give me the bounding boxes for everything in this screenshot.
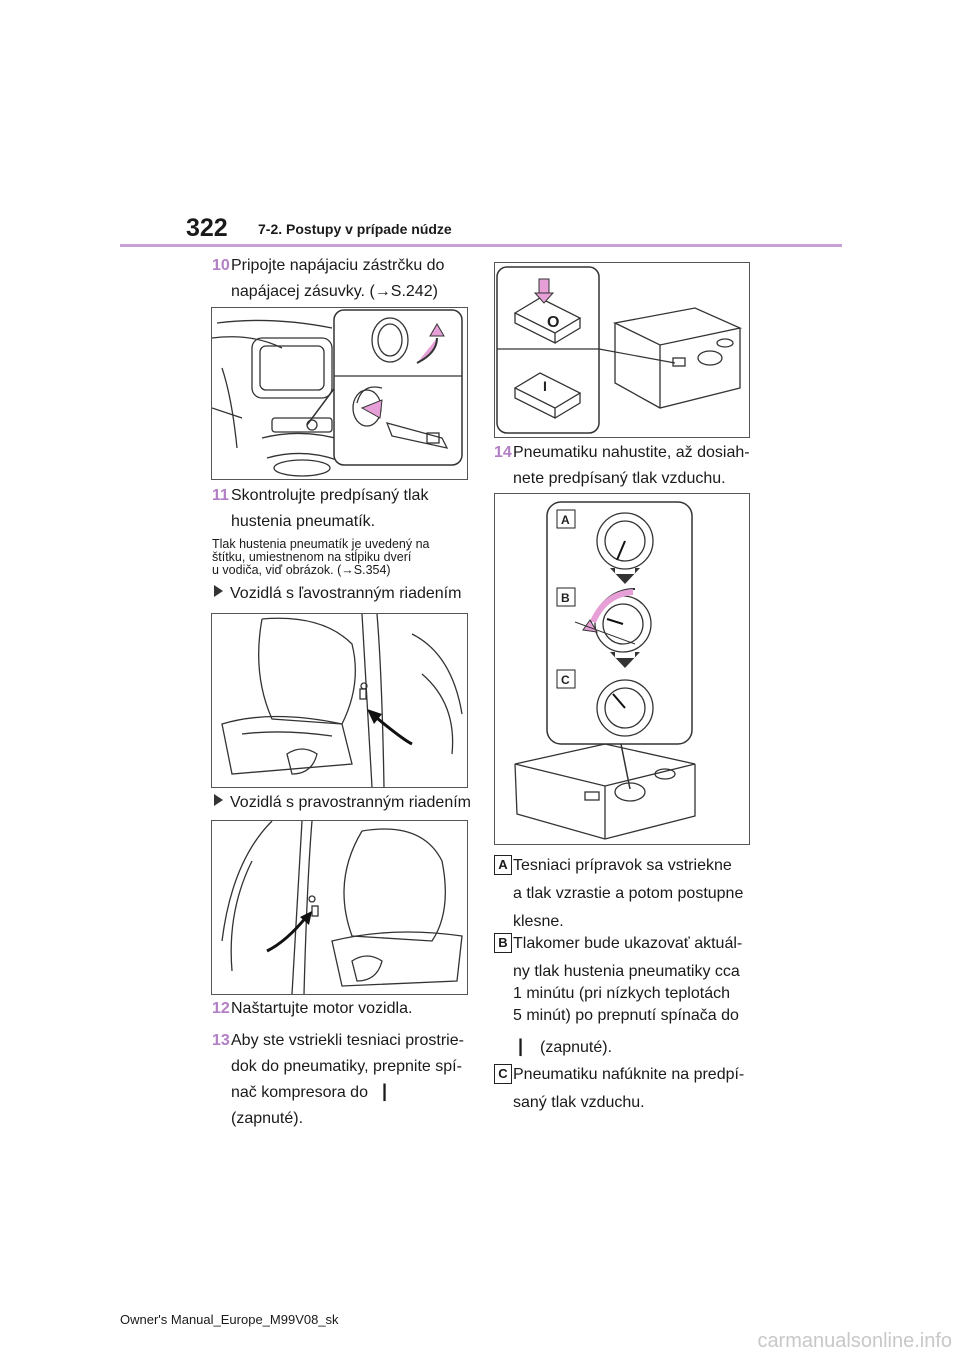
step-12: 12 Naštartujte motor vozidla.: [212, 996, 482, 1022]
step-text: napájacej zásuvky. (→S.242): [231, 283, 438, 300]
page-number: 322: [186, 214, 228, 242]
figure-right-drive-pillar: [211, 820, 468, 995]
note-line: štítku, umiestnenom na stĺpiku dverí: [212, 550, 412, 564]
legend-a: A Tesniaci prípravok sa vstriekne a tlak…: [494, 853, 764, 931]
figure-left-drive-pillar: [211, 613, 468, 788]
step-text: dok do pneumatiky, prepnite spí-: [231, 1058, 462, 1075]
watermark: carmanualsonline.info: [757, 1330, 952, 1352]
footer-text: Owner's Manual_Europe_M99V08_sk: [120, 1312, 339, 1327]
legend-b: B Tlakomer bude ukazovať aktuál- ny tlak…: [494, 931, 764, 1061]
step-number: 12: [212, 1000, 230, 1017]
triangle-bullet-icon: [214, 794, 223, 806]
legend-letter: C: [494, 1064, 512, 1084]
gauge-label-a: A: [561, 513, 570, 527]
note-line: Tlak hustenia pneumatík je uvedený na: [212, 537, 430, 551]
legend-text: klesne.: [513, 913, 564, 930]
gauge-label-b: B: [561, 591, 570, 605]
header-rule: [120, 244, 842, 247]
step-number: 10: [212, 257, 230, 274]
legend-c: C Pneumatiku nafúknite na predpí- saný t…: [494, 1062, 764, 1116]
pressure-note: Tlak hustenia pneumatík je uvedený na št…: [212, 538, 482, 577]
triangle-bullet-icon: [214, 585, 223, 597]
legend-letter: B: [494, 933, 512, 953]
legend-text: 1 minútu (pri nízkych teplotách: [513, 985, 730, 1002]
figure-power-outlet: [211, 307, 468, 480]
step-text: Skontrolujte predpísaný tlak: [231, 487, 429, 504]
step-text: (zapnuté).: [231, 1110, 304, 1127]
legend-text: (zapnuté).: [540, 1039, 613, 1056]
legend-text: a tlak vzrastie a potom postupne: [513, 885, 744, 902]
gauge-label-c: C: [561, 673, 570, 687]
step-13: 13 Aby ste vstriekli tesniaci prostrie- …: [212, 1028, 482, 1132]
step-number: 14: [494, 444, 512, 461]
switch-on-symbol: |: [382, 1081, 388, 1101]
step-number: 11: [212, 487, 229, 504]
step-10: 10 Pripojte napájaciu zástrčku do napája…: [212, 253, 482, 305]
right-drive-heading: Vozidlá s pravostranným riadením: [214, 794, 471, 812]
step-text: Pneumatiku nahustite, až dosiah-: [513, 444, 750, 461]
step-text: nete predpísaný tlak vzduchu.: [513, 470, 726, 487]
figure-compressor-switch: O I: [494, 262, 750, 438]
section-title: 7-2. Postupy v prípade núdze: [258, 221, 452, 237]
step-text: hustenia pneumatík.: [231, 513, 376, 530]
legend-text: ny tlak hustenia pneumatiky cca: [513, 963, 740, 980]
figure-pressure-gauges: A B C: [494, 493, 750, 845]
step-number: 13: [212, 1032, 230, 1049]
step-11: 11 Skontrolujte predpísaný tlak hustenia…: [212, 483, 482, 535]
step-text: Naštartujte motor vozidla.: [231, 1000, 413, 1017]
switch-off-label: O: [547, 314, 559, 331]
switch-on-symbol: |: [518, 1036, 524, 1056]
step-text: Aby ste vstriekli tesniaci prostrie-: [231, 1032, 464, 1049]
legend-letter: A: [494, 855, 512, 875]
heading-text: Vozidlá s ľavostranným riadením: [230, 585, 462, 602]
switch-on-label: I: [543, 378, 547, 394]
legend-text: Tesniaci prípravok sa vstriekne: [513, 857, 732, 874]
legend-text: Tlakomer bude ukazovať aktuál-: [513, 935, 743, 952]
legend-text: 5 minút) po prepnutí spínača do: [513, 1007, 739, 1024]
legend-text: saný tlak vzduchu.: [513, 1094, 645, 1111]
step-text: nač kompresora do: [231, 1084, 368, 1101]
legend-text: Pneumatiku nafúknite na predpí-: [513, 1066, 745, 1083]
step-14: 14 Pneumatiku nahustite, až dosiah- nete…: [494, 440, 764, 492]
note-line: u vodiča, viď obrázok. (→S.354): [212, 563, 391, 577]
heading-text: Vozidlá s pravostranným riadením: [230, 794, 471, 811]
step-text: Pripojte napájaciu zástrčku do: [231, 257, 445, 274]
left-drive-heading: Vozidlá s ľavostranným riadením: [214, 585, 461, 603]
